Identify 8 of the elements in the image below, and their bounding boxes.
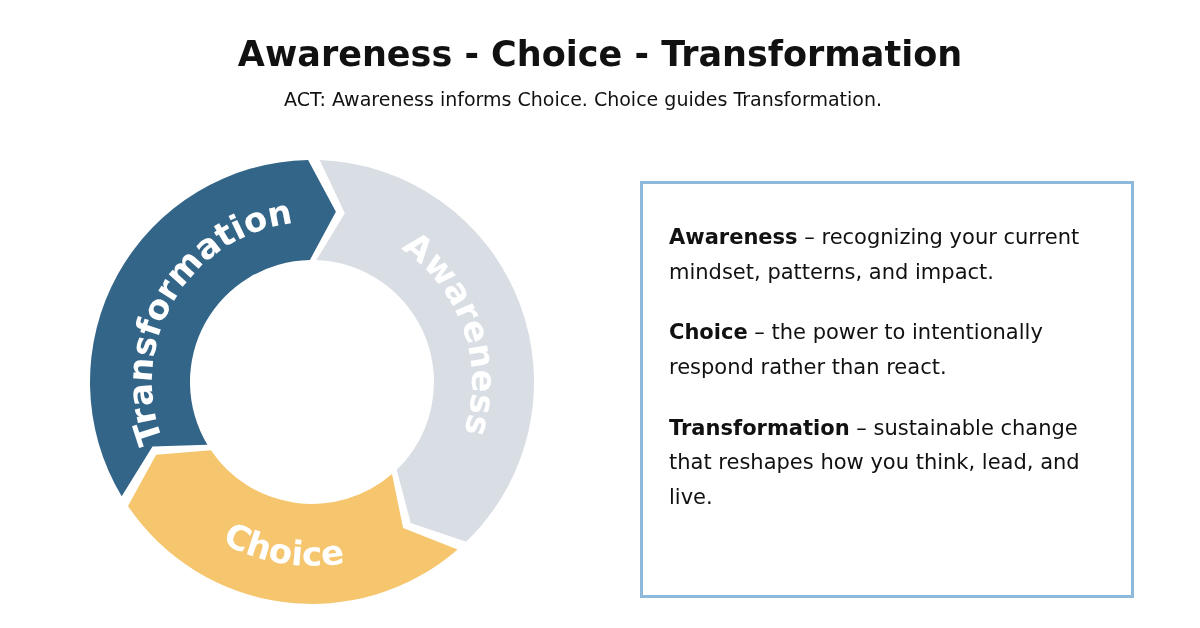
definition-text: Transformation – sustainable change that reshapes how you think, lead, and live. xyxy=(669,414,1081,511)
segment-label: Choice xyxy=(218,513,347,574)
cycle-arrow-segment xyxy=(128,450,458,604)
definition-text: Choice – the power to intentionally respond rather than react. xyxy=(669,319,1044,381)
definition-text: Awareness – recognizing your current mindset, patterns, and impact. xyxy=(669,224,1081,286)
subtitle: ACT: Awareness informs Choice. Choice guides Transformation. xyxy=(283,88,883,110)
title: Awareness - Choice - Transformation xyxy=(236,34,964,74)
definition-panel xyxy=(640,181,1134,598)
